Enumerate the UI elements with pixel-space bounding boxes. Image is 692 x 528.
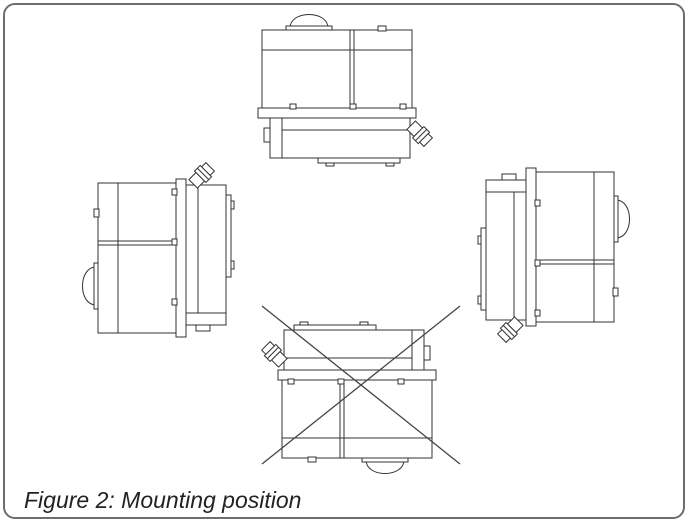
- figure-caption: Figure 2: Mounting position: [24, 487, 302, 513]
- housing-bottom-view: [259, 321, 437, 474]
- housing-top-view: [257, 14, 435, 167]
- not-allowed-cross: [261, 305, 461, 465]
- housing-right-view: [477, 167, 630, 345]
- housing-left-view: [82, 160, 235, 338]
